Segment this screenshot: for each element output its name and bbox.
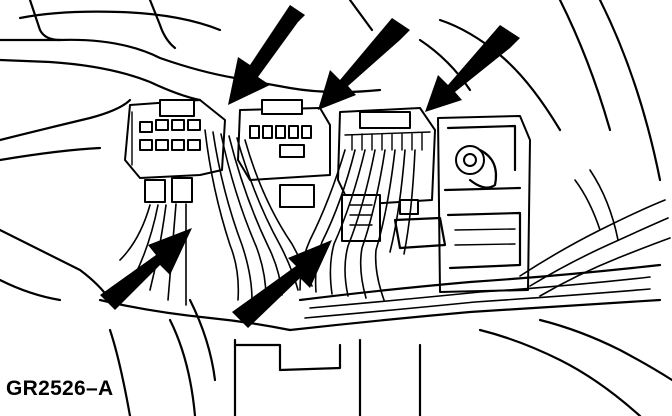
arrow-1	[228, 5, 305, 105]
arrow-5	[232, 240, 332, 328]
lower-bracket	[0, 228, 672, 416]
relay-bracket	[393, 115, 531, 293]
arrow-4	[100, 228, 192, 310]
wire-harness	[98, 129, 671, 416]
connector-left	[124, 99, 226, 203]
arrow-3	[425, 25, 520, 112]
figure-code-label: GR2526–A	[6, 377, 114, 400]
arrow-2	[318, 18, 410, 110]
connector-right	[337, 107, 436, 242]
connector-center	[237, 99, 331, 208]
callout-arrows	[100, 5, 520, 328]
